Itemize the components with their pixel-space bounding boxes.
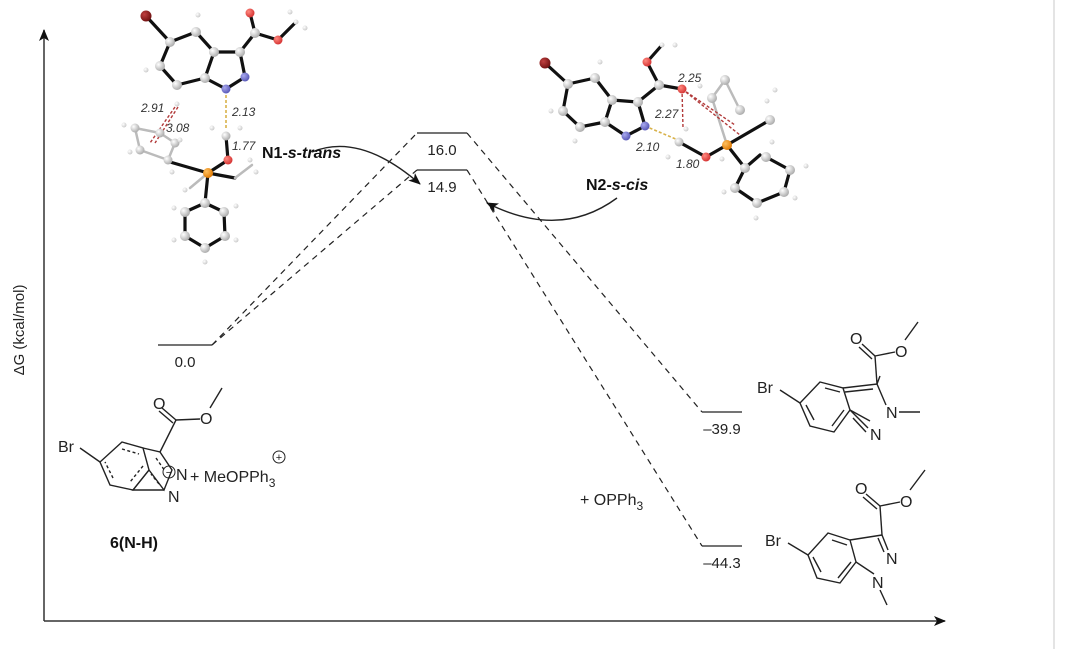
n2-s-cis-label: N2-s-cis: [586, 177, 648, 194]
coreactant-label: + MeOPPh3: [190, 469, 276, 490]
distance-label: 2.10: [635, 140, 660, 154]
energy-value-label: –39.9: [703, 421, 741, 438]
ester-o-label: O: [895, 344, 907, 361]
n1-s-trans-label: N1-s-trans: [262, 145, 341, 162]
energy-value-label: –44.3: [703, 555, 741, 572]
n-label: N: [168, 489, 180, 506]
n-label: N: [176, 467, 188, 484]
page-edge-rule: [1053, 0, 1055, 649]
n2-pointer-arrow: [486, 197, 618, 222]
connection-reactant-to-ts_n1: [211, 169, 418, 346]
energy-value-label: 16.0: [427, 142, 456, 159]
y-axis-label: ΔG (kcal/mol): [11, 285, 28, 376]
connection-ts_n2-to-product_n2: [466, 132, 703, 413]
connection-reactant-to-ts_n2: [211, 132, 418, 346]
energy-value-label: 14.9: [427, 179, 456, 196]
n-label: N: [886, 405, 898, 422]
n1-pointer-arrow: [311, 145, 421, 185]
br-label: Br: [58, 439, 75, 456]
distance-label: 3.08: [166, 121, 190, 135]
distance-label: 2.91: [140, 101, 164, 115]
product-n1-structure: Br O O N N: [765, 469, 926, 606]
product-n2-structure: Br O O N N: [757, 321, 920, 444]
n-label: N: [870, 427, 882, 444]
n-label: N: [872, 575, 884, 592]
connection-ts_n1-to-product_n1: [466, 169, 703, 547]
n-label: N: [886, 551, 898, 568]
n1-s-trans-3d-structure: 2.91 3.08 2.13 1.77: [121, 8, 308, 265]
distance-label: 2.25: [677, 71, 702, 85]
energy-value-label: 0.0: [175, 354, 196, 371]
distance-label: 1.80: [676, 157, 700, 171]
energy-connections: [211, 132, 703, 547]
distance-label: 1.77: [232, 139, 257, 153]
ester-o-label: O: [200, 411, 212, 428]
carbonyl-o-label: O: [850, 331, 862, 348]
distance-label: 2.27: [654, 107, 680, 121]
ester-o-label: O: [900, 494, 912, 511]
br-label: Br: [757, 380, 774, 397]
compound-id-label: 6(N-H): [110, 535, 158, 552]
distance-label: 2.13: [231, 105, 256, 119]
carbonyl-o-label: O: [855, 481, 867, 498]
byproduct-label: + OPPh3: [580, 492, 643, 513]
carbonyl-o-label: O: [153, 396, 165, 413]
negative-charge: −: [166, 467, 172, 479]
reactant-structure: Br O O N N − + MeOPPh3 + 6(N-H): [58, 387, 286, 552]
n2-s-cis-3d-structure: 2.25 2.27 2.10 1.80: [539, 42, 809, 221]
br-label: Br: [765, 533, 782, 550]
positive-charge: +: [276, 452, 282, 464]
energy-levels: 0.0 16.0 14.9 –39.9 –44.3: [158, 132, 742, 572]
